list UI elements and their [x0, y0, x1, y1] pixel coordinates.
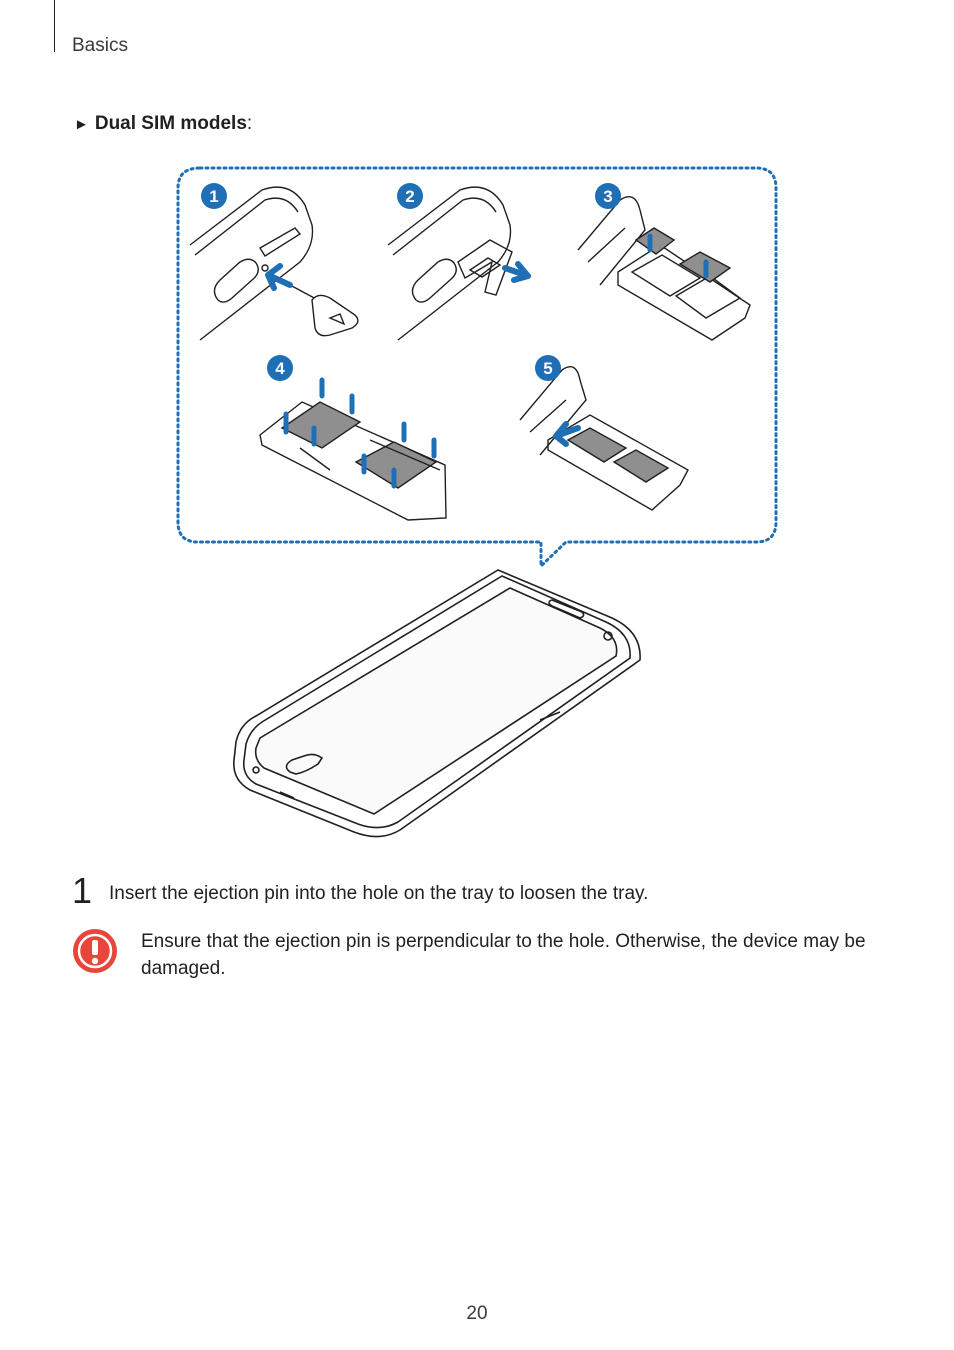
- step-number: 1: [72, 870, 93, 911]
- caution-exclamation-icon: [73, 929, 117, 973]
- section-label: Basics: [72, 35, 128, 56]
- step-badge-2: 2: [397, 183, 423, 209]
- margin-rule: [54, 0, 55, 52]
- svg-text:3: 3: [603, 187, 612, 206]
- panel-1: [189, 186, 359, 341]
- page-number: 20: [466, 1303, 488, 1324]
- arrow-tray-in: [553, 421, 581, 447]
- smartphone-icon: [233, 569, 641, 838]
- panel-5: [519, 366, 689, 511]
- callout-bubble: [176, 166, 778, 570]
- panel-4-arrows: [283, 377, 437, 489]
- arrow-tray-out: [502, 261, 531, 283]
- step-badge-3: 3: [595, 183, 621, 209]
- panel-2: [387, 186, 513, 341]
- step-text: Insert the ejection pin into the hole on…: [109, 883, 649, 904]
- svg-text:4: 4: [275, 359, 285, 378]
- subheading-suffix: :: [246, 113, 253, 134]
- step-badge-1: 1: [201, 183, 227, 209]
- sim-installation-figure: 1 2 3 4 5: [176, 166, 778, 838]
- svg-text:5: 5: [543, 359, 552, 378]
- svg-text:1: 1: [209, 187, 218, 206]
- caution-text: Ensure that the ejection pin is perpendi…: [141, 931, 866, 979]
- svg-text:2: 2: [405, 187, 414, 206]
- panel-4: [259, 401, 447, 521]
- subheading: ► Dual SIM models:: [74, 113, 252, 135]
- subheading-arrow: ►: [74, 116, 89, 133]
- step-badge-5: 5: [535, 355, 561, 381]
- arrow-pin: [265, 263, 293, 291]
- subheading-bold: Dual SIM models: [94, 113, 247, 134]
- panel-3: [577, 196, 751, 341]
- step-badge-4: 4: [267, 355, 293, 381]
